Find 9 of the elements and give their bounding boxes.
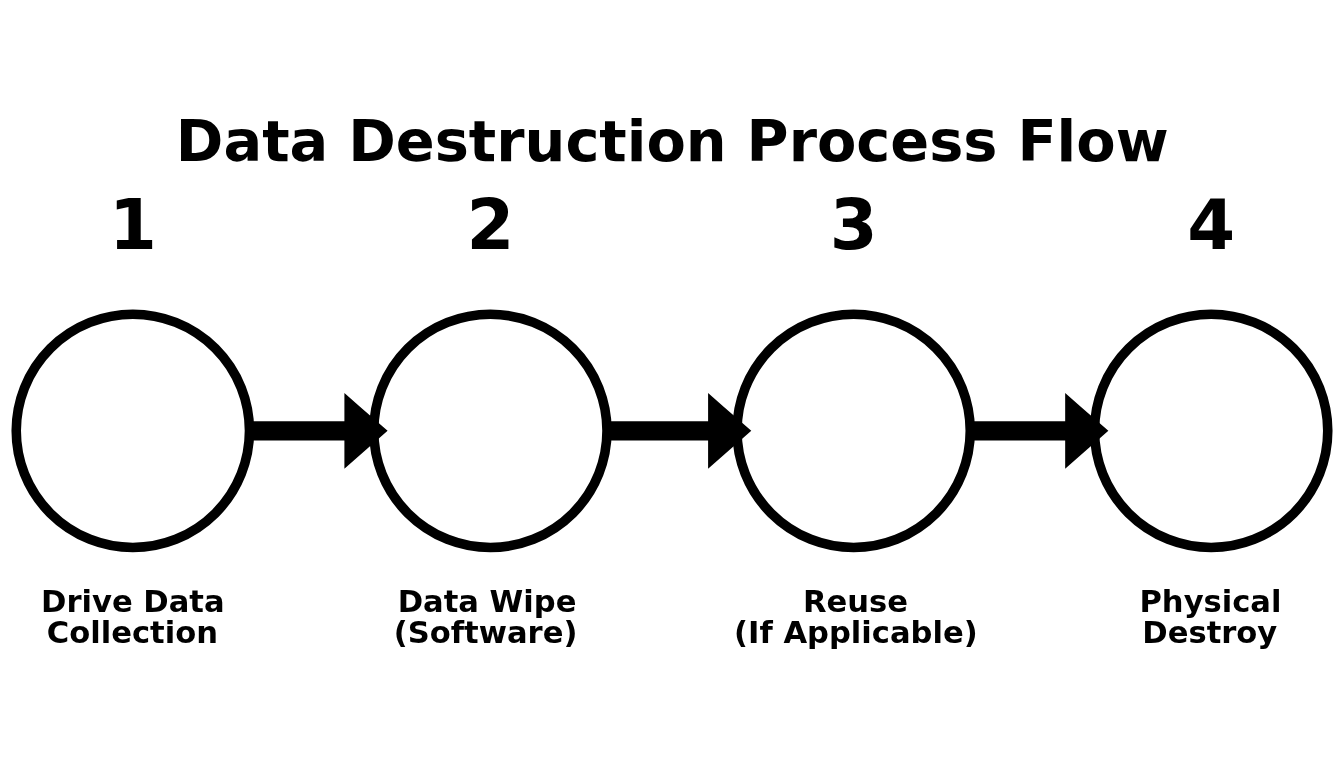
node-label: Physical Destroy [1139, 584, 1282, 650]
node-label: Drive Data Collection [41, 584, 225, 650]
node-label: Reuse (If Applicable) [734, 584, 978, 650]
diagram-title: Data Destruction Process Flow [175, 108, 1169, 176]
node-label: 1 [108, 184, 157, 265]
node-label: 4 [1187, 184, 1236, 265]
node-label: 2 [466, 184, 515, 265]
node-label: Data Wipe (Software) [393, 584, 578, 650]
node-label: 3 [829, 184, 878, 265]
